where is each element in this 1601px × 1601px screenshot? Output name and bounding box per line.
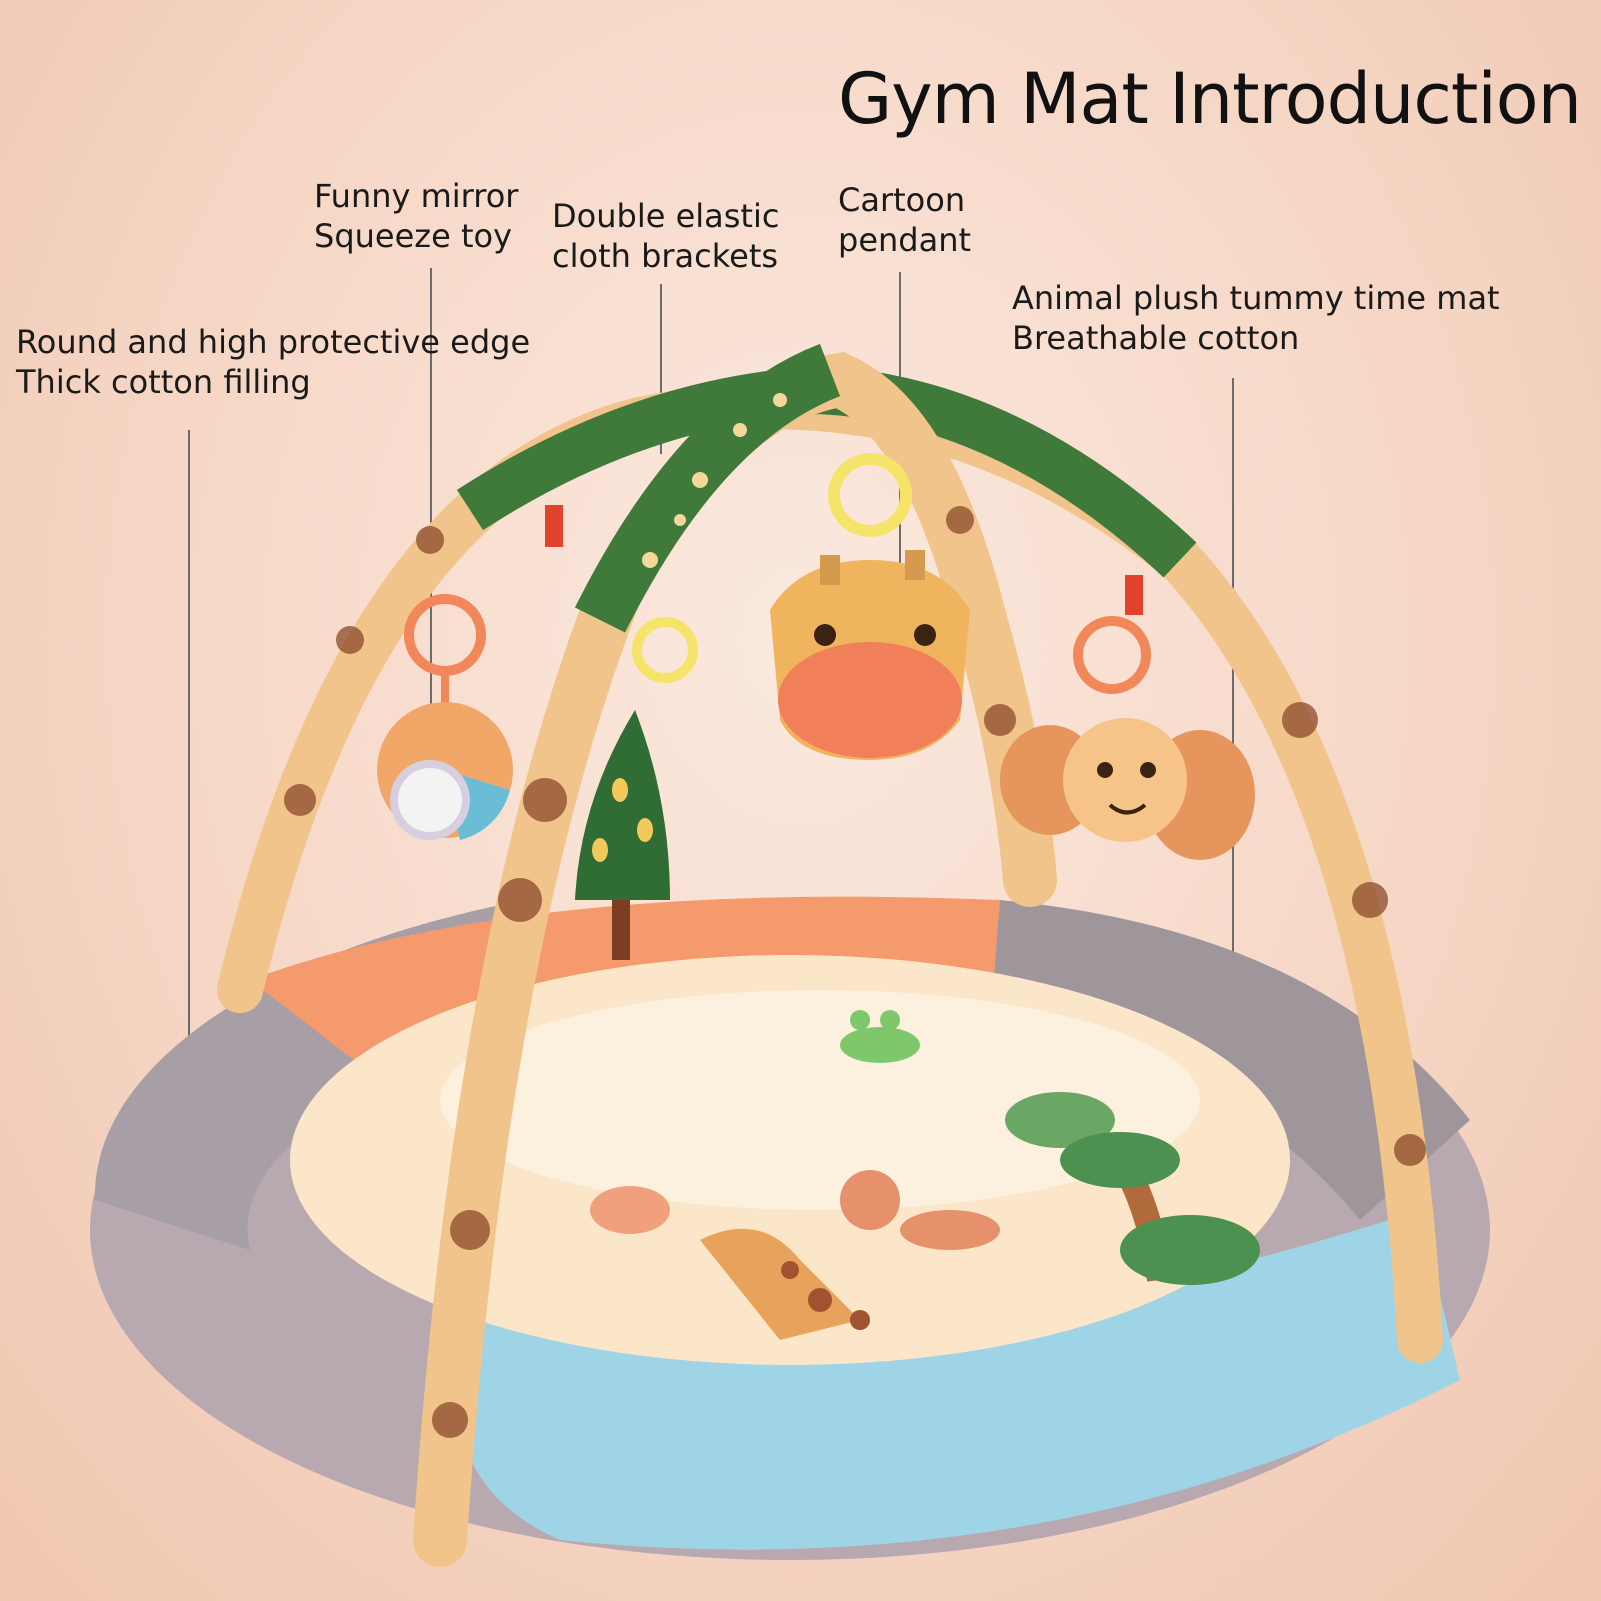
callout-brackets-line2: cloth brackets (552, 237, 779, 275)
callout-edge-line1: Round and high protective edge (16, 323, 531, 361)
tree-pendant (575, 617, 698, 960)
callout-pendant-line1: Cartoon (838, 181, 966, 219)
giraffe-pendant (770, 453, 970, 760)
leader-line-mirror (430, 268, 432, 768)
mat-frog-print (840, 1010, 920, 1063)
callout-mat-line2: Breathable cotton (1012, 319, 1300, 357)
page-title: Gym Mat Introduction (838, 58, 1582, 140)
callout-edge: Round and high protective edge Thick cot… (16, 322, 530, 402)
callout-brackets: Double elastic cloth brackets (552, 196, 779, 276)
mat-monkey-print (840, 1170, 1000, 1250)
callout-mat-line1: Animal plush tummy time mat (1012, 279, 1500, 317)
callout-mirror-line1: Funny mirror (314, 177, 519, 215)
callout-pendant: Cartoon pendant (838, 180, 971, 260)
mat-base (90, 896, 1490, 1560)
callout-pendant-line2: pendant (838, 221, 972, 259)
arch-dot-pattern (284, 506, 1426, 1438)
callout-mirror-line2: Squeeze toy (314, 217, 512, 255)
callout-brackets-line1: Double elastic (552, 197, 780, 235)
arch-tag (1125, 575, 1143, 615)
mat-giraffe-print (590, 1186, 870, 1340)
arch-tag (545, 505, 563, 547)
callout-mat: Animal plush tummy time mat Breathable c… (1012, 278, 1500, 358)
leader-line-brackets (660, 284, 662, 454)
mirror-squeeze-toy (377, 594, 513, 840)
mat-tree-print (1005, 1092, 1260, 1285)
leader-line-edge (188, 430, 190, 1100)
callout-mirror-toy: Funny mirror Squeeze toy (314, 176, 518, 256)
callout-edge-line2: Thick cotton filling (16, 363, 311, 401)
arch-green-dots (642, 393, 787, 568)
monkey-pendant (1000, 616, 1255, 860)
